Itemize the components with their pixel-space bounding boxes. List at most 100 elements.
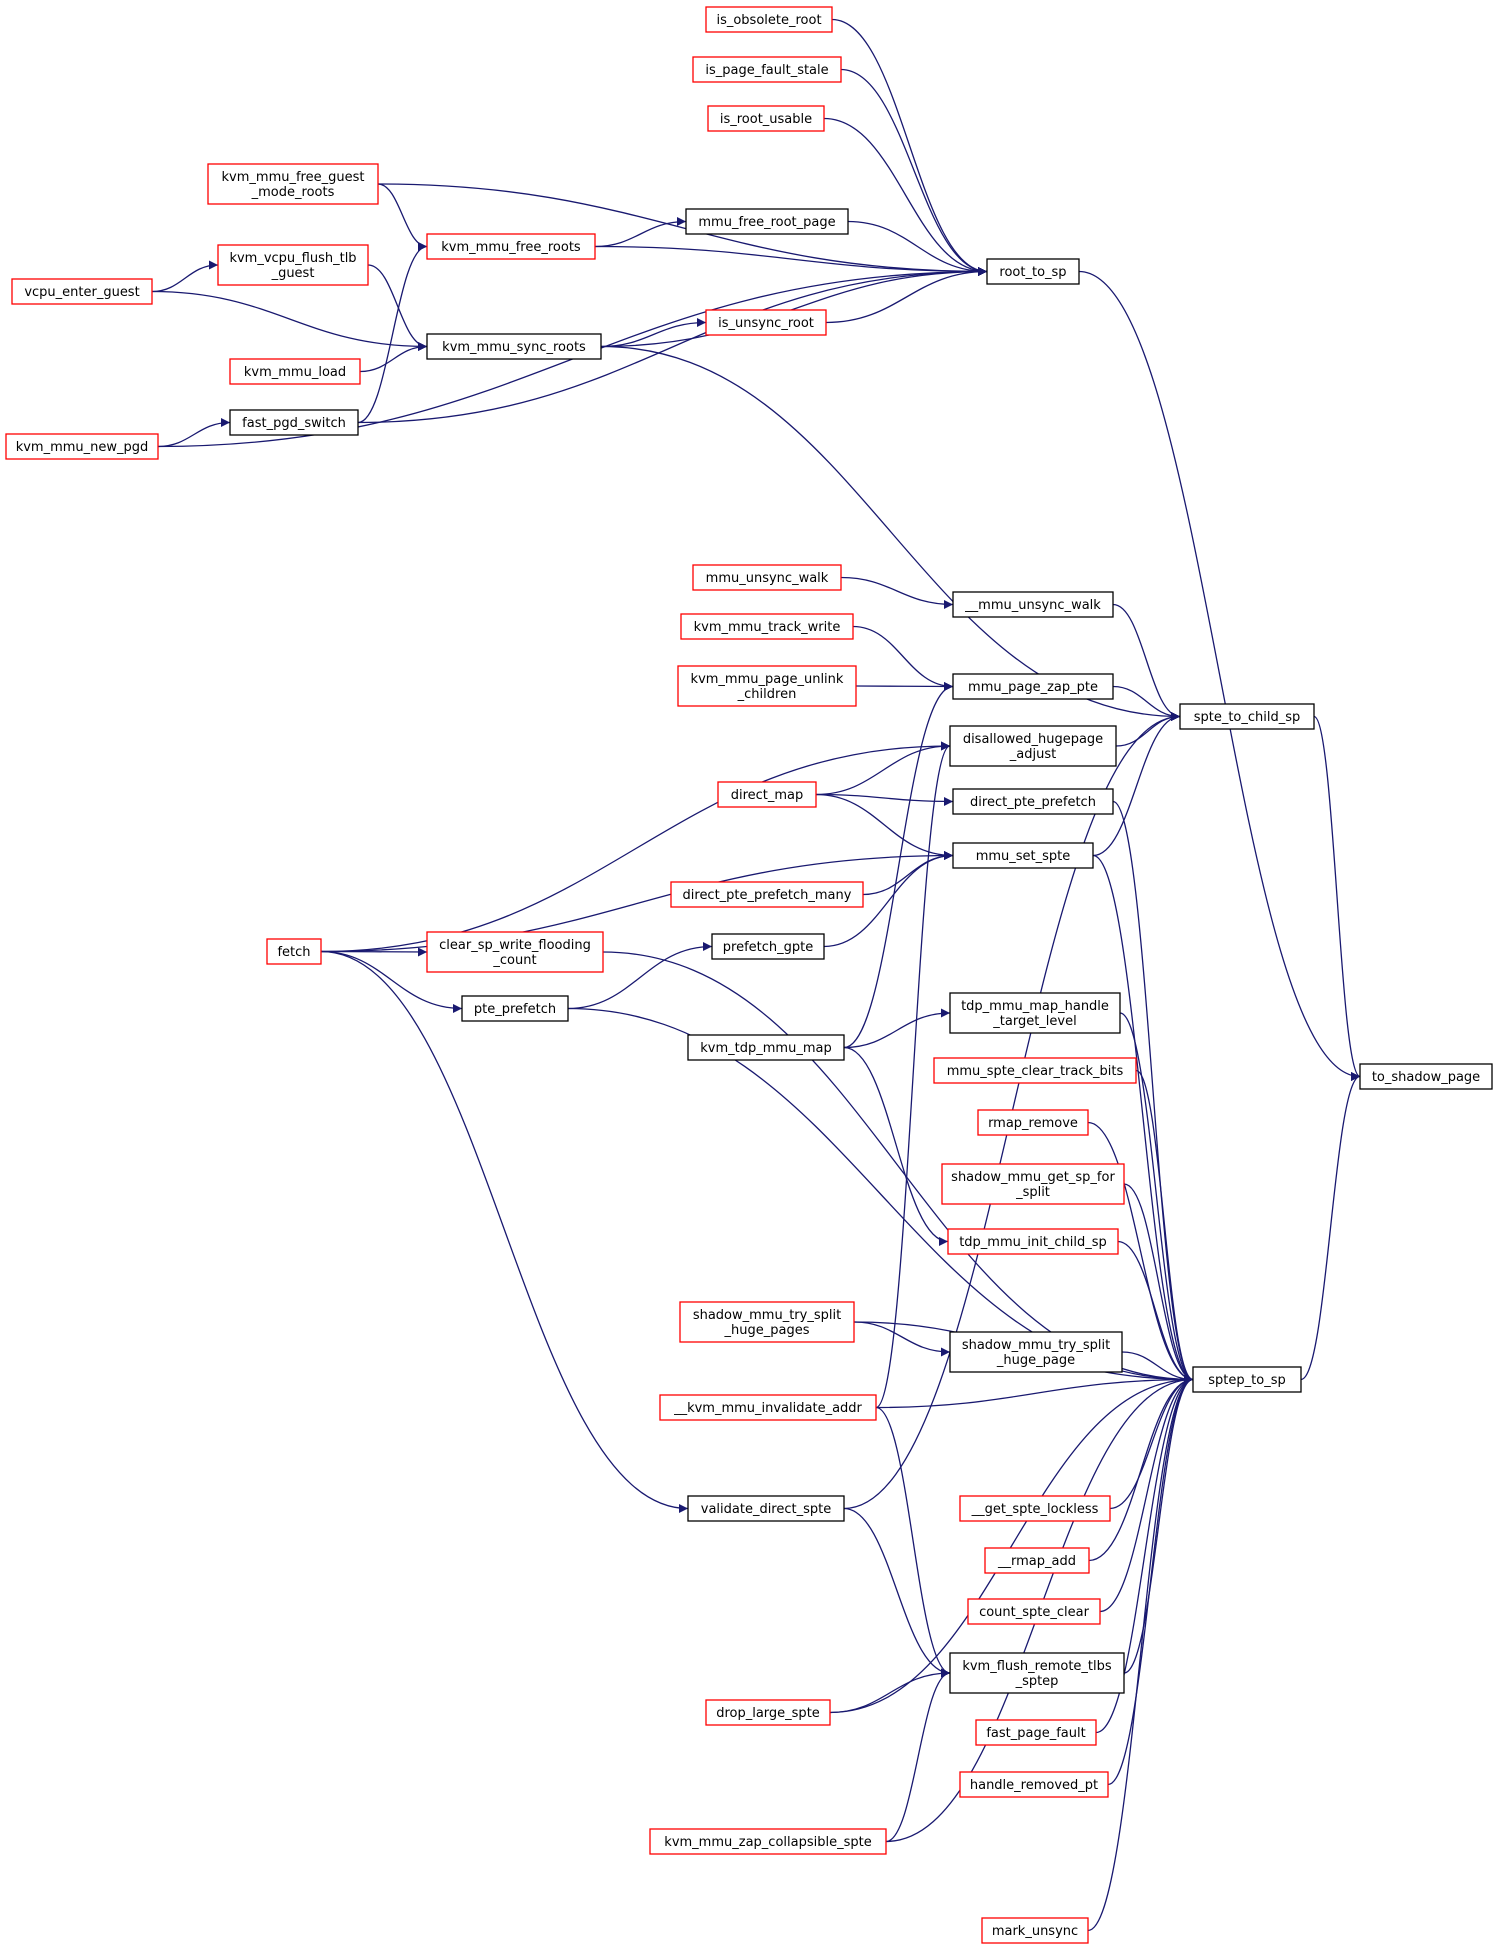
- node-box-fast-page-fault[interactable]: [975, 1719, 1097, 1746]
- node-box-validate-direct-spte[interactable]: [687, 1495, 845, 1522]
- node-box-vcpu-enter-guest[interactable]: [11, 278, 153, 305]
- node-box-is-page-fault-stale[interactable]: [692, 56, 842, 83]
- node-box-direct-pte-prefetch-many[interactable]: [670, 881, 864, 908]
- node-box-sptep-to-sp[interactable]: [1192, 1366, 1302, 1393]
- node-box-kvm-mmu-track-write[interactable]: [680, 613, 854, 640]
- node-box-direct-pte-prefetch[interactable]: [952, 788, 1114, 815]
- node-shadow-mmu-try-split-huge-pages[interactable]: shadow_mmu_try_split_huge_pages: [679, 1301, 855, 1343]
- node-mmu-unsync-walk[interactable]: mmu_unsync_walk: [692, 564, 842, 591]
- node-kvm-flush-remote-tlbs-sptep[interactable]: kvm_flush_remote_tlbs_sptep: [949, 1652, 1125, 1694]
- node-box-is-root-usable[interactable]: [707, 105, 825, 132]
- node-count-spte-clear[interactable]: count_spte_clear: [967, 1598, 1101, 1625]
- node-box-kvm-mmu-zap-collapsible-spte[interactable]: [649, 1828, 887, 1855]
- node-box-kvm-tdp-mmu-map[interactable]: [687, 1034, 845, 1061]
- node-box-kvm-mmu-page-unlink-children[interactable]: [677, 665, 857, 707]
- node-rmap-remove[interactable]: rmap_remove: [977, 1109, 1089, 1136]
- node-fast-page-fault[interactable]: fast_page_fault: [975, 1719, 1097, 1746]
- node-kvm-mmu-track-write[interactable]: kvm_mmu_track_write: [680, 613, 854, 640]
- node-box-mmu-page-zap-pte[interactable]: [952, 673, 1114, 700]
- node-handle-removed-pt[interactable]: handle_removed_pt: [959, 1771, 1109, 1798]
- node-box-handle-removed-pt[interactable]: [959, 1771, 1109, 1798]
- node-validate-direct-spte[interactable]: validate_direct_spte: [687, 1495, 845, 1522]
- node-box-mmu-unsync-walk[interactable]: [692, 564, 842, 591]
- node-mmu-set-spte[interactable]: mmu_set_spte: [952, 842, 1094, 869]
- node-box-drop-large-spte[interactable]: [705, 1699, 831, 1726]
- node-dunder-mmu-unsync-walk[interactable]: __mmu_unsync_walk: [952, 591, 1114, 618]
- node-box-shadow-mmu-try-split-huge-pages[interactable]: [679, 1301, 855, 1343]
- node-box-kvm-mmu-free-roots[interactable]: [426, 233, 596, 260]
- node-box-mark-unsync[interactable]: [981, 1917, 1089, 1944]
- node-direct-pte-prefetch[interactable]: direct_pte_prefetch: [952, 788, 1114, 815]
- node-spte-to-child-sp[interactable]: spte_to_child_sp: [1179, 703, 1315, 730]
- node-box-kvm-mmu-new-pgd[interactable]: [5, 433, 159, 460]
- node-kvm-tdp-mmu-map[interactable]: kvm_tdp_mmu_map: [687, 1034, 845, 1061]
- node-prefetch-gpte[interactable]: prefetch_gpte: [711, 933, 825, 960]
- node-box-dunder-kvm-mmu-invalidate-addr[interactable]: [659, 1394, 877, 1421]
- node-kvm-mmu-free-roots[interactable]: kvm_mmu_free_roots: [426, 233, 596, 260]
- node-kvm-mmu-sync-roots[interactable]: kvm_mmu_sync_roots: [426, 333, 602, 360]
- node-box-mmu-spte-clear-track-bits[interactable]: [933, 1057, 1137, 1084]
- node-box-fetch[interactable]: [266, 938, 322, 965]
- node-tdp-mmu-map-handle-target-level[interactable]: tdp_mmu_map_handle_target_level: [949, 992, 1121, 1034]
- node-box-to-shadow-page[interactable]: [1359, 1063, 1493, 1090]
- node-box-clear-sp-write-flooding-count[interactable]: [426, 931, 604, 973]
- node-box-dunder-rmap-add[interactable]: [984, 1547, 1090, 1574]
- node-clear-sp-write-flooding-count[interactable]: clear_sp_write_flooding_count: [426, 931, 604, 973]
- node-box-is-unsync-root[interactable]: [705, 309, 827, 336]
- node-box-kvm-mmu-free-guest-mode-roots[interactable]: [207, 163, 379, 205]
- node-box-shadow-mmu-try-split-huge-page[interactable]: [949, 1331, 1123, 1373]
- node-direct-map[interactable]: direct_map: [717, 781, 817, 808]
- node-box-dunder-get-spte-lockless[interactable]: [959, 1495, 1111, 1522]
- node-dunder-kvm-mmu-invalidate-addr[interactable]: __kvm_mmu_invalidate_addr: [659, 1394, 877, 1421]
- node-box-kvm-vcpu-flush-tlb-guest[interactable]: [217, 244, 369, 286]
- node-box-rmap-remove[interactable]: [977, 1109, 1089, 1136]
- node-box-kvm-flush-remote-tlbs-sptep[interactable]: [949, 1652, 1125, 1694]
- node-box-spte-to-child-sp[interactable]: [1179, 703, 1315, 730]
- node-shadow-mmu-try-split-huge-page[interactable]: shadow_mmu_try_split_huge_page: [949, 1331, 1123, 1373]
- node-fast-pgd-switch[interactable]: fast_pgd_switch: [229, 409, 359, 436]
- node-kvm-mmu-page-unlink-children[interactable]: kvm_mmu_page_unlink_children: [677, 665, 857, 707]
- node-root-to-sp[interactable]: root_to_sp: [986, 258, 1080, 285]
- node-box-kvm-mmu-sync-roots[interactable]: [426, 333, 602, 360]
- node-box-shadow-mmu-get-sp-for-split[interactable]: [941, 1163, 1125, 1205]
- node-kvm-vcpu-flush-tlb-guest[interactable]: kvm_vcpu_flush_tlb_guest: [217, 244, 369, 286]
- node-disallowed-hugepage-adjust[interactable]: disallowed_hugepage_adjust: [949, 725, 1117, 767]
- node-is-root-usable[interactable]: is_root_usable: [707, 105, 825, 132]
- node-shadow-mmu-get-sp-for-split[interactable]: shadow_mmu_get_sp_for_split: [941, 1163, 1125, 1205]
- node-box-kvm-mmu-load[interactable]: [229, 358, 361, 385]
- node-box-mmu-set-spte[interactable]: [952, 842, 1094, 869]
- node-mark-unsync[interactable]: mark_unsync: [981, 1917, 1089, 1944]
- node-is-obsolete-root[interactable]: is_obsolete_root: [705, 6, 833, 33]
- node-box-tdp-mmu-map-handle-target-level[interactable]: [949, 992, 1121, 1034]
- node-box-is-obsolete-root[interactable]: [705, 6, 833, 33]
- node-kvm-mmu-new-pgd[interactable]: kvm_mmu_new_pgd: [5, 433, 159, 460]
- node-mmu-page-zap-pte[interactable]: mmu_page_zap_pte: [952, 673, 1114, 700]
- node-kvm-mmu-load[interactable]: kvm_mmu_load: [229, 358, 361, 385]
- node-box-pte-prefetch[interactable]: [461, 995, 569, 1022]
- node-is-unsync-root[interactable]: is_unsync_root: [705, 309, 827, 336]
- node-box-fast-pgd-switch[interactable]: [229, 409, 359, 436]
- node-box-disallowed-hugepage-adjust[interactable]: [949, 725, 1117, 767]
- node-box-count-spte-clear[interactable]: [967, 1598, 1101, 1625]
- node-box-root-to-sp[interactable]: [986, 258, 1080, 285]
- node-vcpu-enter-guest[interactable]: vcpu_enter_guest: [11, 278, 153, 305]
- node-box-direct-map[interactable]: [717, 781, 817, 808]
- node-direct-pte-prefetch-many[interactable]: direct_pte_prefetch_many: [670, 881, 864, 908]
- node-dunder-rmap-add[interactable]: __rmap_add: [984, 1547, 1090, 1574]
- node-mmu-free-root-page[interactable]: mmu_free_root_page: [685, 208, 849, 235]
- node-drop-large-spte[interactable]: drop_large_spte: [705, 1699, 831, 1726]
- node-sptep-to-sp[interactable]: sptep_to_sp: [1192, 1366, 1302, 1393]
- node-is-page-fault-stale[interactable]: is_page_fault_stale: [692, 56, 842, 83]
- node-pte-prefetch[interactable]: pte_prefetch: [461, 995, 569, 1022]
- node-kvm-mmu-zap-collapsible-spte[interactable]: kvm_mmu_zap_collapsible_spte: [649, 1828, 887, 1855]
- node-box-dunder-mmu-unsync-walk[interactable]: [952, 591, 1114, 618]
- node-mmu-spte-clear-track-bits[interactable]: mmu_spte_clear_track_bits: [933, 1057, 1137, 1084]
- node-kvm-mmu-free-guest-mode-roots[interactable]: kvm_mmu_free_guest_mode_roots: [207, 163, 379, 205]
- node-to-shadow-page[interactable]: to_shadow_page: [1359, 1063, 1493, 1090]
- node-box-tdp-mmu-init-child-sp[interactable]: [947, 1228, 1119, 1255]
- node-box-prefetch-gpte[interactable]: [711, 933, 825, 960]
- node-dunder-get-spte-lockless[interactable]: __get_spte_lockless: [959, 1495, 1111, 1522]
- node-tdp-mmu-init-child-sp[interactable]: tdp_mmu_init_child_sp: [947, 1228, 1119, 1255]
- node-box-mmu-free-root-page[interactable]: [685, 208, 849, 235]
- node-fetch[interactable]: fetch: [266, 938, 322, 965]
